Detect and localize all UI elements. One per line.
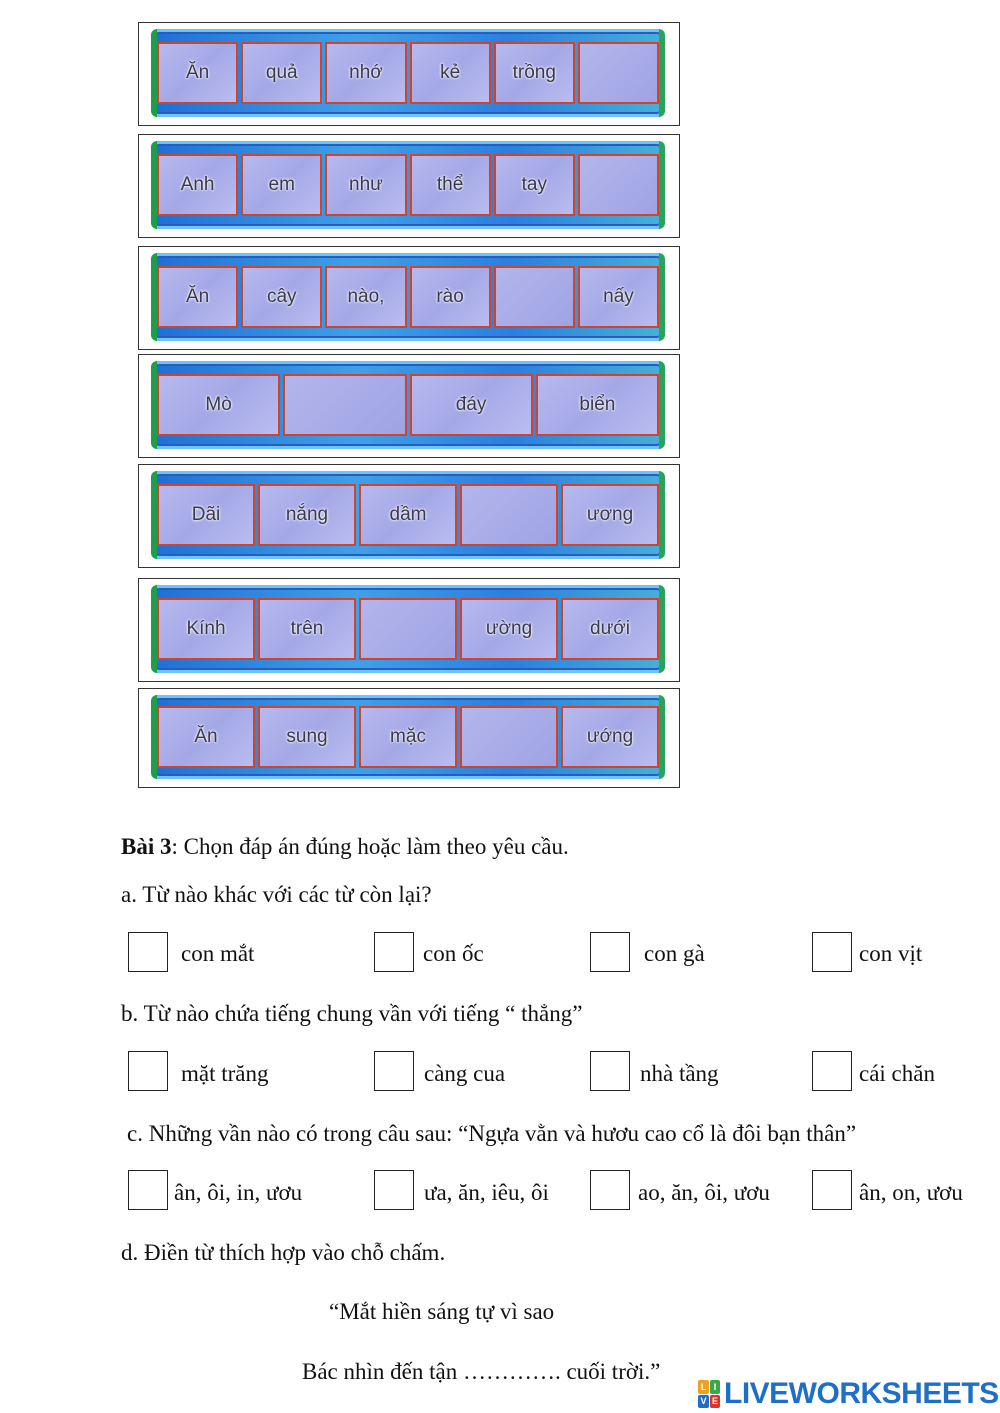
word-cell: biển (535, 374, 659, 436)
logo-letter: L (698, 1380, 709, 1394)
checkbox-c-4[interactable] (812, 1170, 852, 1210)
blank-cell[interactable] (283, 374, 407, 436)
word-cell: tay (493, 154, 575, 216)
word-cell: Dãi (157, 484, 255, 546)
checkbox-a-3[interactable] (590, 932, 630, 972)
word-cell: Kính (157, 598, 255, 660)
question-b: b. Từ nào chứa tiếng chung vần với tiếng… (121, 1001, 583, 1026)
word-cell: thể (409, 154, 491, 216)
question-d: d. Điền từ thích hợp vào chỗ chấm. (121, 1240, 446, 1265)
word-cell: ường (460, 598, 558, 660)
word-cell: cây (241, 266, 323, 328)
blank-cell[interactable] (493, 266, 575, 328)
checkbox-b-1[interactable] (128, 1051, 168, 1091)
logo-letter: V (698, 1394, 709, 1408)
exercise-title-rest: : Chọn đáp án đúng hoặc làm theo yêu cầu… (171, 834, 569, 859)
checkbox-a-4[interactable] (812, 932, 852, 972)
option-a-1: con mắt (181, 941, 255, 966)
word-cell: dưới (561, 598, 659, 660)
option-c-1: ân, ôi, in, ươu (174, 1180, 303, 1205)
word-cell: đáy (409, 374, 533, 436)
word-cell: quả (241, 42, 323, 104)
word-cell: ương (561, 484, 659, 546)
checkbox-a-2[interactable] (374, 932, 414, 972)
checkbox-c-2[interactable] (374, 1170, 414, 1210)
word-strip-6: Kính trên ường dưới (138, 578, 680, 682)
word-cell: trồng (493, 42, 575, 104)
word-cell: kẻ (409, 42, 491, 104)
option-b-2: càng cua (424, 1061, 506, 1086)
option-b-4: cái chăn (859, 1061, 935, 1086)
option-a-2: con ốc (423, 941, 484, 966)
word-cell: nhớ (325, 42, 407, 104)
word-cell: Ăn (157, 42, 239, 104)
word-cell: Ăn (157, 266, 239, 328)
question-a: a. Từ nào khác với các từ còn lại? (121, 882, 432, 907)
checkbox-c-3[interactable] (590, 1170, 630, 1210)
logo-text: LIVEWORKSHEETS (724, 1377, 999, 1410)
word-cell: nào, (325, 266, 407, 328)
checkbox-b-4[interactable] (812, 1051, 852, 1091)
checkbox-b-2[interactable] (374, 1051, 414, 1091)
word-strip-1: Ăn quả nhớ kẻ trồng (138, 22, 680, 126)
word-strip-5: Dãi nắng dầm ương (138, 464, 680, 568)
blank-cell[interactable] (460, 484, 558, 546)
word-cell: như (325, 154, 407, 216)
word-strip-2: Anh em như thể tay (138, 134, 680, 238)
option-a-3: con gà (644, 941, 705, 966)
word-cell: nấy (577, 266, 660, 328)
word-cell: Ăn (157, 706, 255, 768)
liveworksheets-logo: L I V E LIVEWORKSHEETS (698, 1377, 999, 1411)
word-cell: nắng (258, 484, 356, 546)
word-cell: sung (258, 706, 356, 768)
option-b-3: nhà tầng (640, 1061, 719, 1086)
word-cell: dầm (359, 484, 457, 546)
question-c: c. Những vần nào có trong câu sau: “Ngựa… (127, 1121, 857, 1146)
blank-cell[interactable] (577, 42, 660, 104)
word-cell: mặc (359, 706, 457, 768)
exercise-title: Bài 3: Chọn đáp án đúng hoặc làm theo yê… (121, 834, 569, 860)
word-cell: trên (258, 598, 356, 660)
poem-line-2: Bác nhìn đến tận …………. cuối trời.” (302, 1359, 661, 1384)
word-strip-7: Ăn sung mặc ướng (138, 688, 680, 788)
logo-letter: I (709, 1380, 720, 1394)
checkbox-b-3[interactable] (590, 1051, 630, 1091)
checkbox-c-1[interactable] (128, 1170, 168, 1210)
option-c-2: ưa, ăn, iêu, ôi (424, 1180, 549, 1205)
poem-line-1: “Mắt hiền sáng tự vì sao (329, 1299, 555, 1324)
word-cell: em (241, 154, 323, 216)
exercise-title-bold: Bài 3 (121, 834, 172, 859)
option-c-3: ao, ăn, ôi, ươu (638, 1180, 770, 1205)
blank-cell[interactable] (359, 598, 457, 660)
option-c-4: ân, on, ươu (859, 1180, 963, 1205)
blank-cell[interactable] (460, 706, 558, 768)
logo-letter: E (709, 1394, 720, 1408)
word-strip-4: Mò đáy biển (138, 354, 680, 458)
word-strip-3: Ăn cây nào, rào nấy (138, 246, 680, 350)
blank-cell[interactable] (577, 154, 660, 216)
word-cell: rào (409, 266, 491, 328)
checkbox-a-1[interactable] (128, 932, 168, 972)
option-b-1: mặt trăng (181, 1061, 269, 1086)
word-cell: Mò (157, 374, 281, 436)
word-cell: ướng (561, 706, 659, 768)
logo-badge-icon: L I V E (698, 1380, 720, 1408)
option-a-4: con vịt (859, 941, 923, 966)
word-cell: Anh (157, 154, 239, 216)
